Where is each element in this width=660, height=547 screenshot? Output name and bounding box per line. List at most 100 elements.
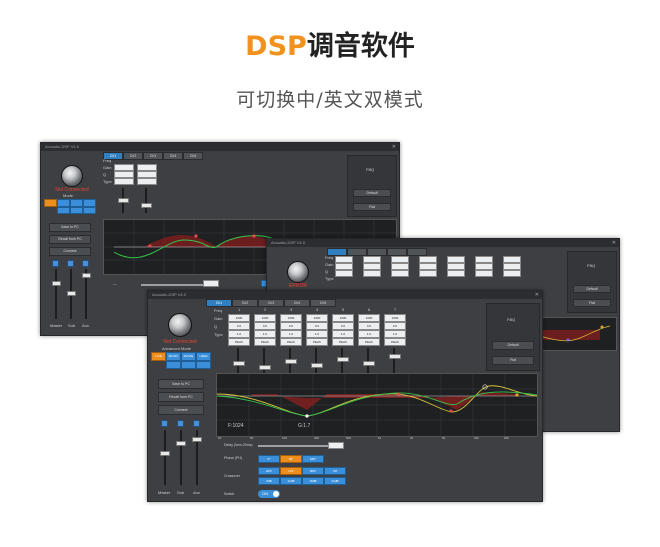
param-slider[interactable] (141, 284, 211, 286)
tab-2[interactable] (347, 248, 367, 256)
band-cell[interactable] (363, 256, 381, 263)
band-cell[interactable] (475, 270, 493, 277)
fader-thumb-2[interactable] (176, 441, 186, 446)
band-gain[interactable]: 0.0 (280, 322, 302, 330)
mode-button-3[interactable] (70, 199, 83, 207)
band-gain[interactable]: 0.0 (332, 322, 354, 330)
tab-ch3[interactable]: Ch3 (143, 152, 163, 160)
band-freq[interactable]: 1000 (228, 314, 250, 322)
default-button[interactable]: Default (573, 285, 611, 293)
band-cell[interactable] (114, 178, 134, 185)
tab-ch5[interactable]: Ch5 (183, 152, 203, 160)
tab-ch1[interactable]: Ch1 (103, 152, 123, 160)
band-cell[interactable] (363, 263, 381, 270)
band-gain[interactable]: 0.0 (306, 322, 328, 330)
band-cell[interactable] (447, 263, 465, 270)
slope-6db-button[interactable]: 6dB (258, 477, 280, 485)
mode-button-6[interactable] (70, 207, 83, 214)
fader-thumb-2[interactable] (67, 291, 76, 296)
save-to-pc-button[interactable]: Save to PC (158, 379, 204, 389)
band-fader-thumb[interactable] (118, 198, 129, 203)
mode-button-1[interactable] (44, 199, 57, 207)
slope-24db-button[interactable]: 24dB (324, 477, 346, 485)
crossover-lpf-button[interactable]: LPF (280, 467, 302, 475)
band-type[interactable]: PEAK (254, 338, 276, 346)
phase-0-button[interactable]: 0° (258, 455, 280, 463)
tab-ch2[interactable]: Ch2 (232, 299, 258, 307)
mode-button-4[interactable] (83, 199, 96, 207)
fader-mute-3[interactable] (193, 420, 200, 427)
save-to-pc-button[interactable]: Save to PC (49, 223, 91, 232)
mode-live-button[interactable]: LIVE (151, 352, 166, 361)
band-cell[interactable] (335, 256, 353, 263)
switch-toggle[interactable]: ON (258, 490, 280, 498)
band-cell[interactable] (114, 164, 134, 171)
connect-button[interactable]: Connect (158, 405, 204, 415)
recall-from-pc-button[interactable]: Recall from PC (49, 235, 91, 244)
fader-mute-1[interactable] (52, 260, 59, 267)
mode-button-2[interactable] (57, 199, 70, 207)
delay-slider[interactable] (258, 445, 328, 447)
band-cell[interactable] (503, 270, 521, 277)
band-fader-thumb[interactable] (285, 359, 297, 364)
volume-knob[interactable] (287, 261, 309, 283)
slope-12db-button[interactable]: 12dB (280, 477, 302, 485)
param-value[interactable] (203, 280, 219, 287)
window-close-icon[interactable]: ✕ (534, 292, 539, 298)
band-cell[interactable] (503, 263, 521, 270)
band-freq[interactable]: 1000 (332, 314, 354, 322)
crossover-bpf-button[interactable]: BPF (302, 467, 324, 475)
mode-button-5[interactable] (57, 207, 70, 214)
fader-mute-3[interactable] (82, 260, 89, 267)
default-button[interactable]: Default (492, 341, 534, 350)
band-fader-thumb[interactable] (233, 361, 245, 366)
band-cell[interactable] (475, 263, 493, 270)
tab-1[interactable] (327, 248, 347, 256)
band-fader-thumb[interactable] (337, 357, 349, 362)
mode-movie-button[interactable]: MOVIE (181, 352, 196, 361)
tab-ch2[interactable]: Ch2 (123, 152, 143, 160)
band-gain[interactable]: 0.0 (254, 322, 276, 330)
band-type[interactable]: PEAK (280, 338, 302, 346)
band-freq[interactable]: 1000 (358, 314, 380, 322)
delay-value[interactable] (328, 442, 344, 449)
mode-preset-button[interactable] (196, 361, 211, 369)
slope-18db-button[interactable]: 18dB (302, 477, 324, 485)
fader-mute-1[interactable] (161, 420, 168, 427)
window-close-icon[interactable]: ✕ (391, 144, 396, 150)
flat-button[interactable]: Flat (492, 356, 534, 365)
fader-thumb-1[interactable] (160, 451, 170, 456)
band-gain[interactable]: 0.0 (384, 322, 406, 330)
fader-thumb-3[interactable] (192, 437, 202, 442)
band-freq[interactable]: 1000 (384, 314, 406, 322)
band-fader-thumb[interactable] (311, 363, 323, 368)
band-cell[interactable] (335, 263, 353, 270)
band-cell[interactable] (114, 171, 134, 178)
tab-ch3[interactable]: Ch3 (258, 299, 284, 307)
band-q[interactable]: 1.0 (228, 330, 250, 338)
band-cell[interactable] (137, 171, 157, 178)
fader-mute-2[interactable] (177, 420, 184, 427)
flat-button[interactable]: Flat (353, 203, 391, 211)
volume-knob[interactable] (61, 165, 83, 187)
crossover-hpf-button[interactable]: HPF (258, 467, 280, 475)
band-cell[interactable] (475, 256, 493, 263)
mode-preset-button[interactable] (181, 361, 196, 369)
connect-button[interactable]: Connect (49, 247, 91, 256)
fader-thumb-1[interactable] (52, 281, 61, 286)
band-type[interactable]: PEAK (384, 338, 406, 346)
band-q[interactable]: 1.0 (358, 330, 380, 338)
crossover-off-button[interactable]: Off (324, 467, 346, 475)
default-button[interactable]: Default (353, 189, 391, 197)
band-q[interactable]: 1.0 (332, 330, 354, 338)
band-cell[interactable] (137, 164, 157, 171)
band-freq[interactable]: 1000 (254, 314, 276, 322)
eq-response-graph[interactable] (216, 373, 538, 437)
fader-thumb-3[interactable] (82, 273, 91, 278)
tab-ch4[interactable]: Ch4 (163, 152, 183, 160)
band-q[interactable]: 1.0 (280, 330, 302, 338)
volume-knob[interactable] (168, 313, 192, 337)
band-fader-thumb[interactable] (141, 203, 152, 208)
band-freq[interactable]: 1000 (306, 314, 328, 322)
phase-180-button[interactable]: 180° (302, 455, 324, 463)
